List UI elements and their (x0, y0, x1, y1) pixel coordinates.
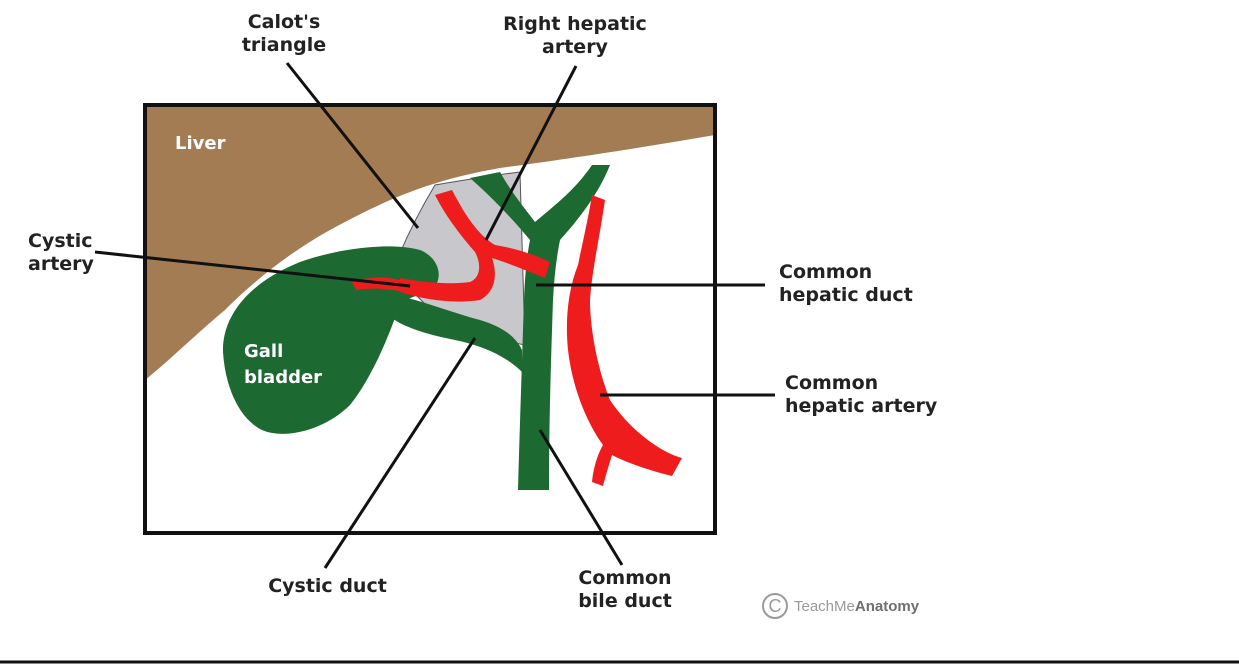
label-cystic-duct: Cystic duct (268, 575, 387, 597)
gallbladder-shape (222, 246, 439, 434)
watermark-brand-part1: TeachMe (794, 597, 855, 615)
watermark-brand-part2: Anatomy (854, 597, 920, 615)
label-common-bile-duct: Common bile duct (578, 567, 672, 612)
leader-cystic-duct (323, 337, 477, 569)
label-gall-bladder: Gall bladder (244, 341, 323, 388)
copyright-icon: C (762, 593, 788, 619)
label-right-hepatic-artery: Right hepatic artery (503, 13, 647, 58)
leader-cystic-artery (94, 250, 411, 288)
label-calots-triangle: Calot's triangle (241, 11, 327, 56)
cystic-duct-shape (392, 295, 522, 372)
bile-duct-trunk-shape (470, 165, 610, 490)
leader-right-hepatic-artery (484, 65, 578, 241)
label-cystic-artery: Cystic artery (28, 230, 94, 275)
leader-calots-triangle (285, 62, 420, 229)
diagram-frame (143, 103, 717, 535)
label-liver: Liver (175, 133, 226, 154)
label-common-hepatic-artery: Common hepatic artery (785, 372, 938, 417)
common-hepatic-artery-shape (566, 195, 682, 486)
right-hepatic-artery-shape (400, 190, 550, 302)
label-common-hepatic-duct: Common hepatic duct (779, 261, 913, 306)
liver-shape (145, 105, 715, 380)
leader-common-bile-duct (538, 429, 624, 566)
